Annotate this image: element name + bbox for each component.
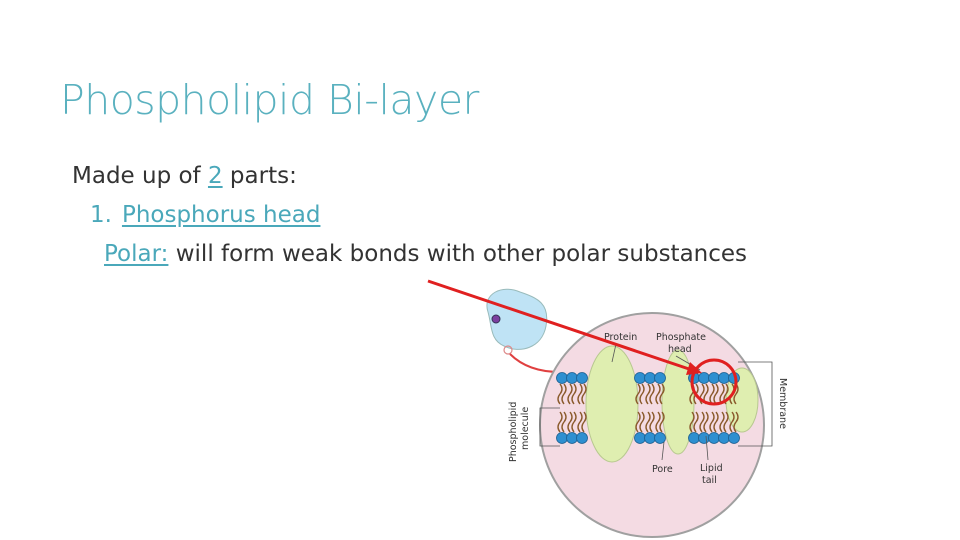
label-phospholipid-1: Phospholipid	[508, 402, 519, 462]
lipid-tail	[655, 411, 665, 433]
intro-line: Made up of 2 parts:	[72, 163, 297, 189]
polar-note: Polar: will form weak bonds with other p…	[104, 241, 747, 267]
phosphate-head	[654, 432, 666, 444]
phosphate-head	[728, 372, 740, 384]
lipid-tail	[689, 411, 699, 433]
label-membrane: Membrane	[777, 378, 788, 429]
phosphate-head	[708, 372, 720, 384]
phosphate-head	[688, 372, 700, 384]
phosphate-head	[688, 432, 700, 444]
phosphate-head	[698, 432, 710, 444]
list-number: 1.	[90, 202, 112, 228]
label-lipid-1: Lipid	[700, 463, 723, 474]
lipid-tail	[567, 383, 577, 405]
phosphate-head	[644, 432, 656, 444]
polar-term: Polar:	[104, 241, 169, 267]
phosphate-head	[556, 372, 568, 384]
pointer-pore	[661, 441, 665, 461]
lipid-tail	[567, 411, 577, 433]
phosphate-head	[654, 372, 666, 384]
lipid-tail	[577, 411, 587, 433]
label-phosphate-2: head	[668, 344, 692, 355]
lipid-tail	[557, 383, 567, 405]
phosphate-head	[644, 372, 656, 384]
list-label: Phosphorus head	[121, 202, 321, 228]
phosphate-head	[576, 432, 588, 444]
label-phospholipid-2: molecule	[520, 407, 531, 450]
lipid-tail	[635, 383, 645, 405]
list-item-phosphorus-head: 1. Phosphorus head	[90, 202, 320, 228]
lipid-tail	[709, 411, 719, 433]
phosphate-head	[566, 432, 578, 444]
intro-text-before: Made up of	[72, 163, 208, 189]
slide-title: Phospholipid Bi-layer	[60, 76, 479, 124]
phosphate-head	[556, 432, 568, 444]
phospholipid-bracket	[539, 407, 560, 447]
lipid-tail	[719, 411, 729, 433]
label-protein: Protein	[604, 332, 637, 343]
phosphate-head	[708, 432, 720, 444]
lipid-tail	[699, 411, 709, 433]
vesicle-particle	[491, 314, 501, 324]
membrane-diagram-svg: Protein Phosphate head Pore Lipid tail M…	[486, 288, 788, 538]
phosphate-head	[728, 432, 740, 444]
label-lipid-2: tail	[702, 475, 717, 486]
protein-left	[585, 345, 639, 463]
phosphate-head	[566, 372, 578, 384]
label-phosphate-1: Phosphate	[656, 332, 706, 343]
polar-description: will form weak bonds with other polar su…	[168, 241, 748, 267]
phosphate-head	[698, 372, 710, 384]
lipid-tail	[645, 383, 655, 405]
membrane-diagram: Protein Phosphate head Pore Lipid tail M…	[480, 280, 810, 540]
pointer-lipid	[705, 435, 709, 461]
lipid-tail	[645, 411, 655, 433]
phosphate-head	[718, 432, 730, 444]
lipid-tail	[577, 383, 587, 405]
phosphate-head	[576, 372, 588, 384]
lipid-tail	[557, 411, 567, 433]
membrane-bracket	[738, 361, 773, 447]
lipid-tail	[729, 411, 739, 433]
phosphate-head	[718, 372, 730, 384]
vesicle-arrow	[509, 353, 561, 373]
intro-text-after: parts:	[222, 163, 297, 189]
phosphate-head	[634, 432, 646, 444]
lipid-tail	[655, 383, 665, 405]
label-pore: Pore	[652, 464, 673, 475]
lipid-tail	[635, 411, 645, 433]
phosphate-head	[634, 372, 646, 384]
parts-count: 2	[207, 163, 223, 189]
